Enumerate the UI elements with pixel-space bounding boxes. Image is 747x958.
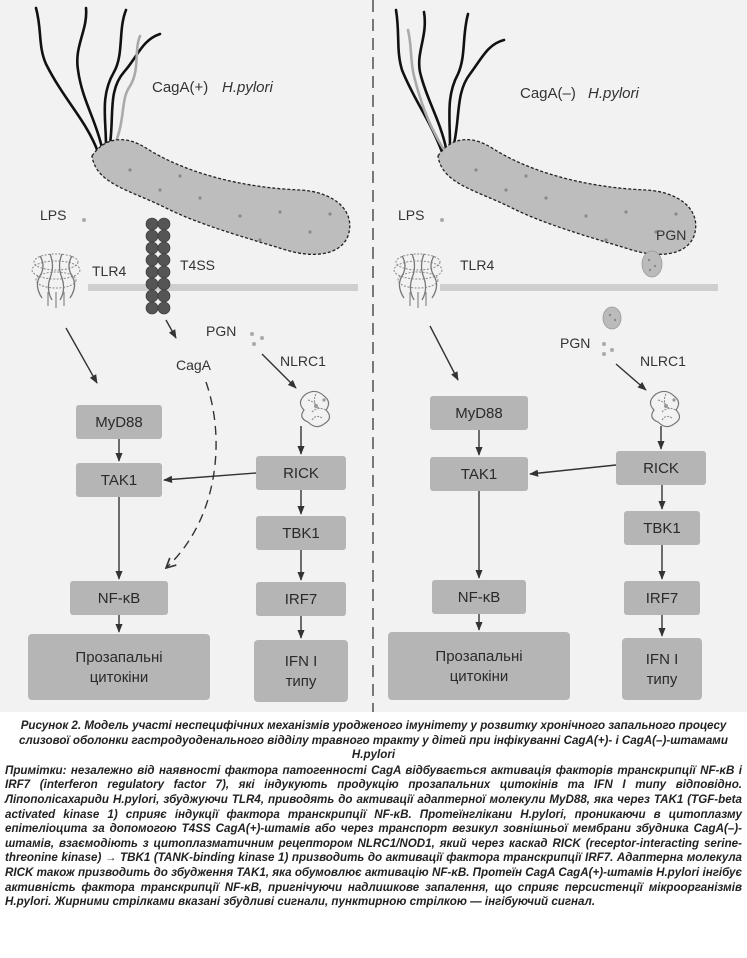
left-bacterium-species: H.pylori (222, 79, 274, 96)
caption-title: Рисунок 2. Модель участі неспецифічних м… (19, 719, 728, 762)
right-nfkb-box (432, 580, 526, 614)
left-nfkb-label: NF-κB (98, 590, 141, 607)
right-pgn-vesicle-outside-dots (647, 258, 657, 272)
left-t4ss-channel (145, 217, 171, 315)
left-cytokines-label-1: Прозапальні (75, 649, 162, 666)
left-pgn-label: PGN (206, 323, 236, 339)
left-pgn-dots (250, 332, 264, 346)
right-nfkb-label: NF-κB (458, 589, 501, 606)
left-irf7-label: IRF7 (285, 591, 318, 608)
left-tbk1-box (256, 516, 346, 550)
figure: CagA(+) H.pylori LPS TLR4 T4SS PGN CagA … (0, 0, 747, 712)
right-pgn-outside-label: PGN (656, 227, 686, 243)
figure-caption: Рисунок 2. Модель участі неспецифічних м… (5, 719, 742, 910)
right-irf7-label: IRF7 (646, 590, 679, 607)
caption-notes: Примітки: незалежно від наявності фактор… (5, 763, 742, 909)
right-cytokines-label-2: цитокіни (450, 668, 509, 685)
right-myd88-box (430, 396, 528, 430)
right-tak1-label: TAK1 (461, 466, 497, 483)
left-lps-dot (82, 218, 86, 222)
left-irf7-box (256, 582, 346, 616)
left-arrow-pgn-nlrc1 (261, 353, 297, 389)
right-rick-label: RICK (643, 460, 679, 477)
left-bacterium-label: CagA(+) (152, 79, 208, 96)
left-arrow-caga-inhibits-nfkb (166, 381, 217, 568)
left-arrow-rick-tak1 (163, 472, 257, 483)
left-tlr4-receptor-icon (31, 253, 81, 309)
left-arrow-tlr4-myd88 (65, 327, 98, 384)
left-ifn-box (254, 640, 348, 702)
left-flagella (34, 6, 162, 154)
right-tbk1-box (624, 511, 700, 545)
right-cytokines-label-1: Прозапальні (435, 648, 522, 665)
left-nfkb-box (70, 581, 168, 615)
right-bacterium-species: H.pylori (588, 85, 640, 102)
left-bacterium-dots (128, 168, 332, 242)
left-tlr4-label: TLR4 (92, 263, 126, 279)
left-panel: CagA(+) H.pylori LPS TLR4 T4SS PGN CagA … (28, 6, 358, 702)
right-myd88-label: MyD88 (455, 405, 503, 422)
left-cytokines-box (28, 634, 210, 700)
left-nlrc1-label: NLRC1 (280, 353, 326, 369)
right-tlr4-receptor-icon (393, 253, 443, 309)
left-lps-label: LPS (40, 207, 66, 223)
left-arrows (65, 319, 305, 639)
left-t4ss-label: T4SS (180, 257, 215, 273)
right-pgn-dots (602, 342, 614, 356)
right-pgn-vesicle-inside-dots (608, 313, 617, 322)
diagram: CagA(+) H.pylori LPS TLR4 T4SS PGN CagA … (28, 0, 718, 712)
left-cytokines-label-2: цитокіни (90, 669, 149, 686)
right-pgn-vesicle-outside (641, 250, 663, 278)
left-arrow-t4ss-caga (165, 319, 177, 339)
right-bacterium-body (437, 138, 697, 256)
right-arrow-rick-tak1 (529, 464, 617, 477)
left-caga-label: CagA (176, 357, 212, 373)
right-bacterium-label: CagA(–) (520, 85, 576, 102)
left-tak1-box (76, 463, 162, 497)
right-nlrc1-label: NLRC1 (640, 353, 686, 369)
left-ifn-label-1: IFN I (285, 653, 318, 670)
left-bacterium-body (91, 138, 351, 256)
right-pgn-vesicle-inside (602, 306, 622, 330)
right-irf7-box (624, 581, 700, 615)
left-ifn-label-2: типу (286, 673, 317, 690)
right-nlrc1-receptor-icon (649, 390, 681, 428)
right-ifn-label-2: типу (647, 671, 678, 688)
right-ifn-box (622, 638, 702, 700)
left-nlrc1-receptor-icon (299, 390, 331, 428)
right-bacterium-dots (474, 168, 678, 242)
right-tak1-box (430, 457, 528, 491)
right-lps-label: LPS (398, 207, 424, 223)
right-flagella (394, 8, 506, 154)
right-rick-box (616, 451, 706, 485)
left-rick-box (256, 456, 346, 490)
right-cytokines-box (388, 632, 570, 700)
left-tak1-label: TAK1 (101, 472, 137, 489)
right-pgn-label: PGN (560, 335, 590, 351)
right-arrow-tlr4-myd88 (429, 325, 459, 381)
right-arrows (429, 325, 666, 637)
left-myd88-box (76, 405, 162, 439)
right-cell-membrane (440, 284, 718, 291)
right-panel: CagA(–) H.pylori LPS TLR4 PGN PGN NLRC1 … (388, 8, 718, 700)
right-tbk1-label: TBK1 (643, 520, 681, 537)
left-rick-label: RICK (283, 465, 319, 482)
right-lps-dot (440, 218, 444, 222)
left-myd88-label: MyD88 (95, 414, 143, 431)
right-tlr4-label: TLR4 (460, 257, 494, 273)
right-ifn-label-1: IFN I (646, 651, 679, 668)
left-tbk1-label: TBK1 (282, 525, 320, 542)
right-arrow-pgn-nlrc1 (615, 363, 647, 391)
left-cell-membrane (88, 284, 358, 291)
